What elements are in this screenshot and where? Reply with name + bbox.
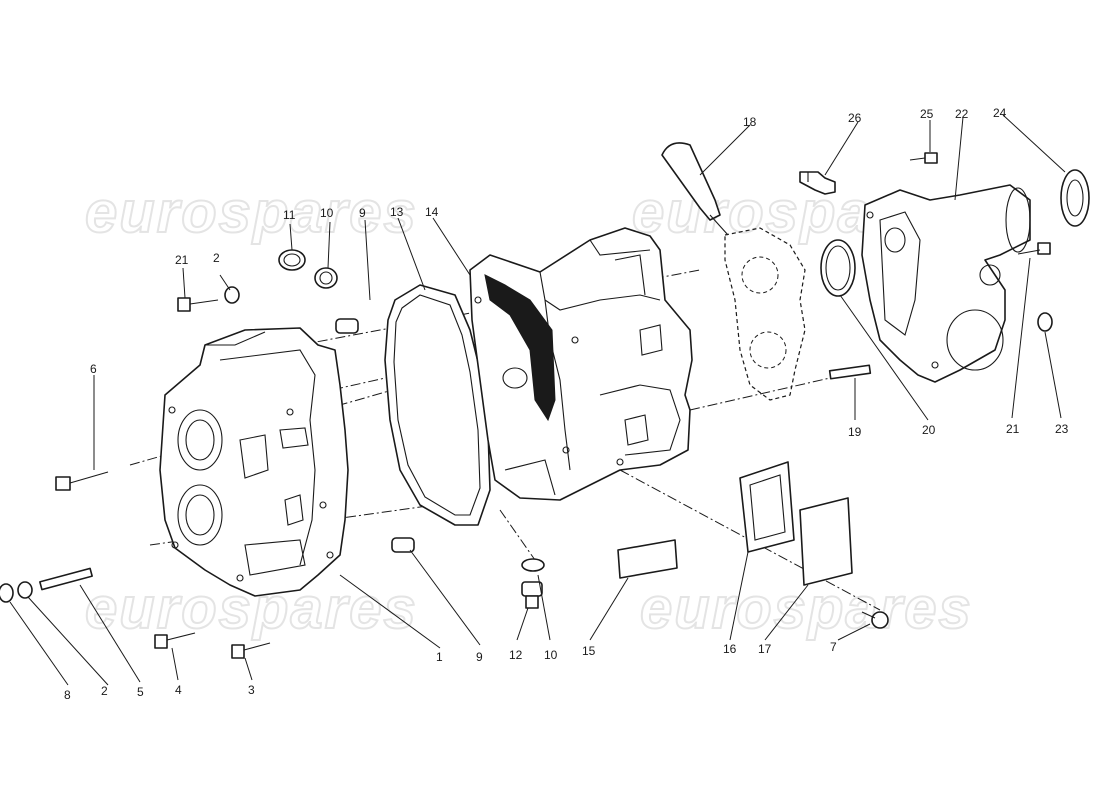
callout-2-bottom: 2 [101, 684, 108, 698]
callout-1: 1 [436, 650, 443, 664]
washer-2-bottom-part [17, 581, 33, 599]
front-housing-part [159, 327, 349, 597]
washer-10-top-part [314, 267, 338, 289]
callout-23: 23 [1055, 422, 1069, 436]
callout-5: 5 [137, 685, 144, 699]
bolt-4-part [154, 632, 196, 649]
callout-25: 25 [920, 107, 934, 121]
bolt-7-part [861, 611, 889, 629]
gasket-part [384, 284, 491, 526]
main-gearbox-case-part [469, 227, 693, 501]
o-ring-part [820, 239, 856, 297]
bolt-21-left-part [177, 297, 219, 312]
callout-21-right: 21 [1006, 422, 1020, 436]
callout-13: 13 [390, 205, 404, 219]
callout-10-bottom: 10 [544, 648, 558, 662]
callout-20: 20 [922, 423, 936, 437]
drain-plug-part [521, 558, 545, 609]
oil-seal-part [1060, 169, 1090, 227]
callout-7: 7 [830, 640, 837, 654]
rear-gasket-outline [724, 227, 806, 401]
rear-extension-housing-part [861, 184, 1031, 383]
cover-plate-part [799, 497, 853, 586]
callout-labels: 1 2 2 3 4 5 6 7 8 9 9 10 10 11 12 13 14 … [64, 106, 1069, 702]
stud-19-part [828, 364, 872, 380]
stud-5-part [39, 567, 93, 591]
bolt-25-part [909, 152, 938, 164]
callout-4: 4 [175, 683, 182, 697]
nut-23-part [1037, 312, 1053, 332]
name-plate-part [617, 539, 678, 579]
washer-2-top-part [224, 286, 240, 304]
callout-6: 6 [90, 362, 97, 376]
callout-9-top: 9 [359, 206, 366, 220]
callout-9-bottom: 9 [476, 650, 483, 664]
leader-lines [9, 114, 1066, 686]
callout-3: 3 [248, 683, 255, 697]
bolt-21-right-part [1017, 242, 1051, 255]
callout-14: 14 [425, 205, 439, 219]
callout-21-left: 21 [175, 253, 189, 267]
callout-2-top: 2 [213, 251, 220, 265]
callout-10-top: 10 [320, 206, 334, 220]
callout-8: 8 [64, 688, 71, 702]
callout-24: 24 [993, 106, 1007, 120]
cover-gasket-part [739, 461, 795, 553]
watermark-top-left: eurospares [85, 180, 418, 245]
dowel-lower-part [391, 537, 415, 553]
callout-26: 26 [848, 111, 862, 125]
long-bolt-6-part [55, 471, 109, 491]
sealant-tube-part [661, 142, 729, 236]
callout-15: 15 [582, 644, 596, 658]
filler-plug-part [278, 249, 306, 271]
nut-8-part [0, 583, 14, 603]
watermark-bottom-right: eurospares [640, 576, 973, 641]
callout-18: 18 [743, 115, 757, 129]
callout-12: 12 [509, 648, 523, 662]
bolt-3-part [231, 642, 271, 659]
callout-22: 22 [955, 107, 969, 121]
callout-11: 11 [283, 208, 296, 222]
callout-19: 19 [848, 425, 862, 439]
callout-16: 16 [723, 642, 737, 656]
sensor-part [799, 171, 836, 195]
dowel-upper-part [335, 318, 359, 334]
callout-17: 17 [758, 642, 772, 656]
